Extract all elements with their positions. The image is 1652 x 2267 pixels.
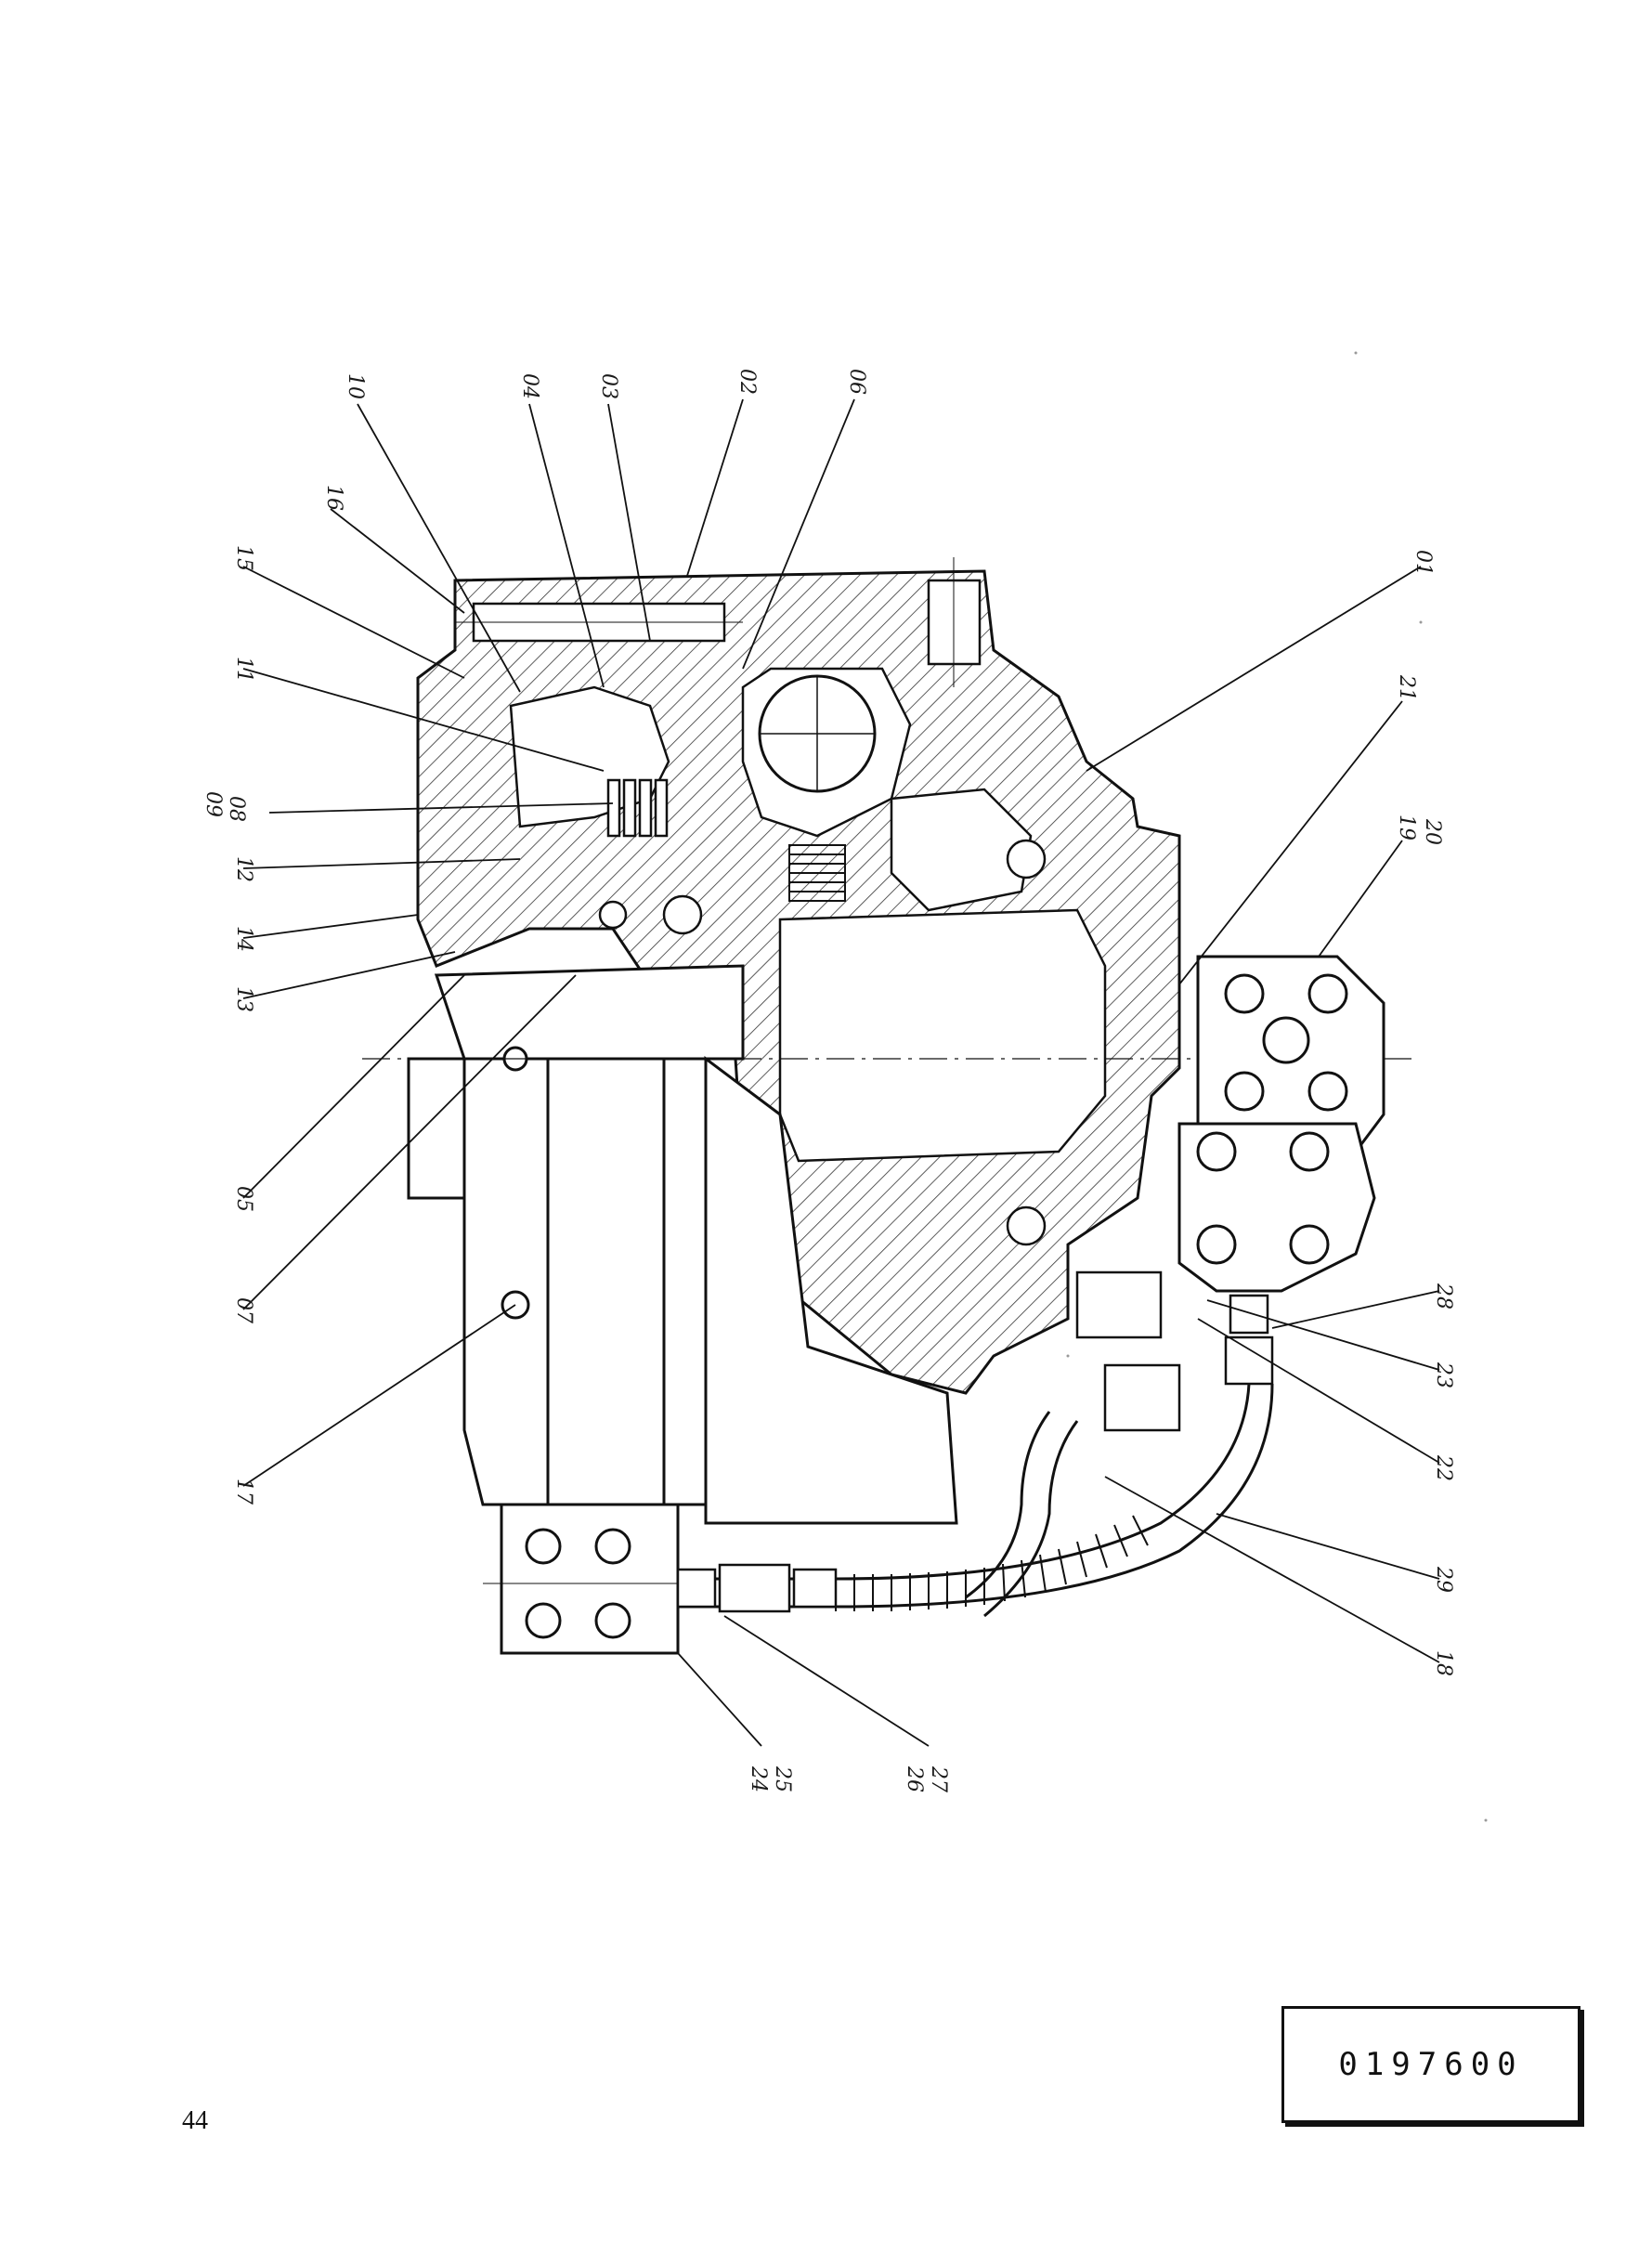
hose-corrugation: [835, 1515, 1149, 1611]
callout-20: 20: [1421, 819, 1444, 845]
callout-16: 16: [322, 485, 345, 511]
right-valve-block-lower: [1177, 1122, 1376, 1293]
elbow-fitting: [1075, 1270, 1181, 1432]
callout-26: 26: [903, 1766, 926, 1792]
left-valve-block: [483, 1503, 706, 1655]
callout-09: 09: [202, 791, 225, 817]
motor-casing: [407, 964, 958, 1525]
large-bearing-ball: [758, 674, 877, 793]
callout-12: 12: [232, 856, 255, 882]
scan-specks: [1066, 351, 1488, 1822]
callout-06: 06: [845, 369, 868, 395]
callout-27: 27: [927, 1766, 950, 1792]
left-hose-fitting: [676, 1563, 838, 1613]
leader-lines: [242, 398, 1440, 1747]
callout-15: 15: [232, 545, 255, 571]
callout-28: 28: [1432, 1283, 1455, 1309]
callout-13: 13: [232, 986, 255, 1012]
callout-21: 21: [1395, 675, 1418, 701]
clutch-plates: [606, 778, 669, 838]
callout-22: 22: [1432, 1455, 1455, 1481]
callout-24: 24: [747, 1766, 770, 1792]
callout-19: 19: [1395, 814, 1418, 840]
hose-fitting-top: [1224, 1294, 1274, 1386]
return-hose: [965, 1411, 1079, 1618]
callout-03: 03: [597, 373, 620, 399]
callout-10: 10: [344, 373, 367, 399]
callout-25: 25: [771, 1766, 794, 1792]
callout-01: 01: [1411, 550, 1435, 576]
flexible-hose: [650, 1383, 1274, 1609]
small-bearings: [598, 839, 1047, 1246]
callout-02: 02: [735, 369, 759, 395]
callout-05: 05: [232, 1186, 255, 1212]
reference-number-box: 0197600: [1281, 2006, 1580, 2123]
callout-04: 04: [518, 373, 541, 399]
page-number: 44: [182, 2106, 208, 2135]
callout-14: 14: [232, 926, 255, 952]
right-valve-block-upper: [1196, 955, 1385, 1153]
callout-17: 17: [232, 1479, 255, 1505]
callout-08: 08: [225, 796, 248, 822]
callout-18: 18: [1432, 1650, 1455, 1676]
callout-07: 07: [232, 1297, 255, 1323]
callout-29: 29: [1432, 1567, 1455, 1593]
spring-stack: [788, 844, 846, 902]
callout-23: 23: [1432, 1362, 1455, 1388]
callout-11: 11: [232, 657, 255, 683]
top-bolt: [455, 557, 982, 687]
reference-number: 0197600: [1338, 2046, 1524, 2083]
